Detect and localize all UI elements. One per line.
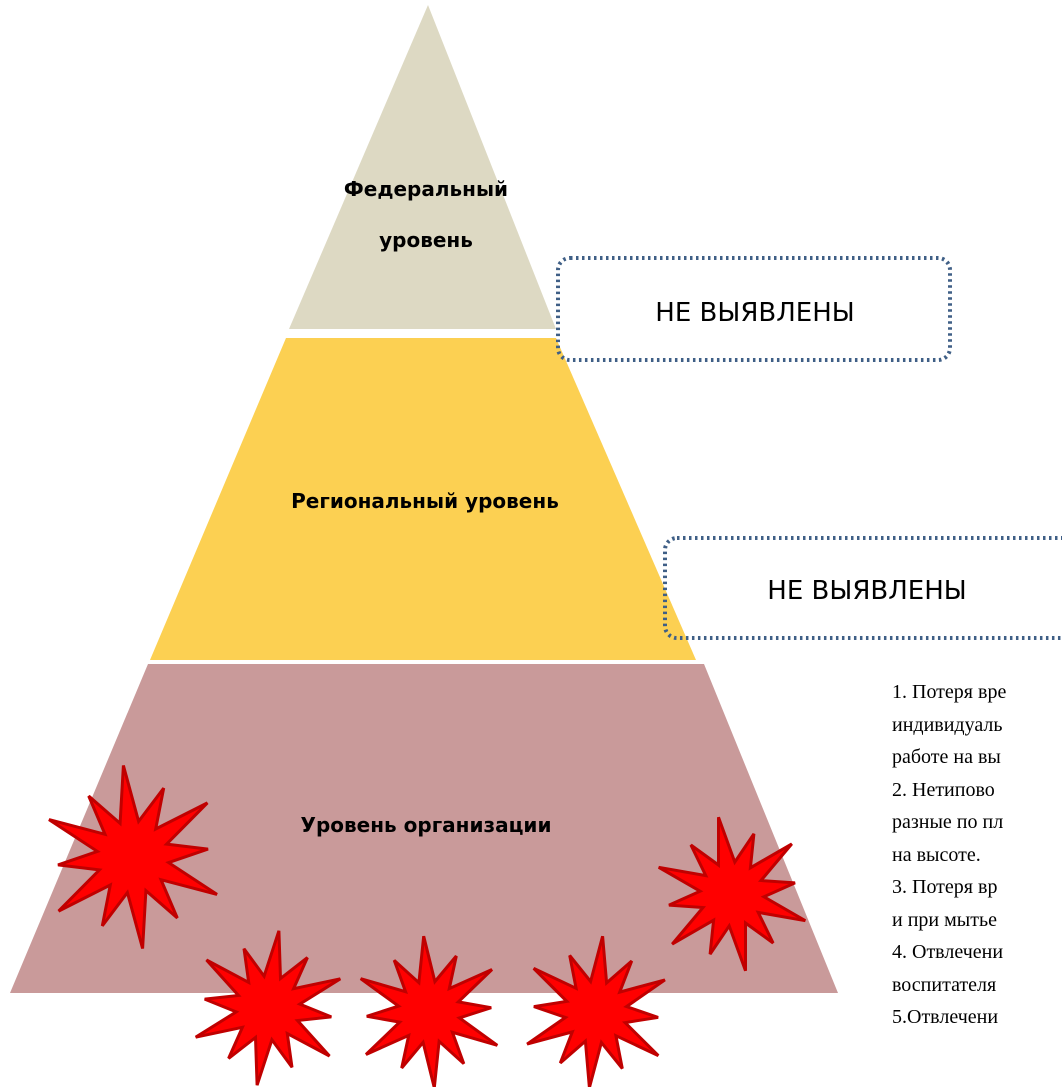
organization-level-label: Уровень организации bbox=[301, 813, 552, 837]
federal-level-tier bbox=[289, 5, 556, 329]
problems-list-line: и при мытье bbox=[892, 908, 997, 931]
federal-level-label-line2: уровень bbox=[379, 228, 473, 252]
regional-level-label: Региональный уровень bbox=[291, 489, 559, 513]
regional-callout-box bbox=[663, 536, 1062, 640]
explosion-burst-icon bbox=[194, 930, 342, 1086]
problems-list-line: 3. Потеря вр bbox=[892, 876, 998, 898]
problems-list-line: работе на вы bbox=[892, 746, 1001, 768]
problems-list-line: разные по пл bbox=[892, 811, 1004, 833]
problems-list: 1. Потеря вре индивидуаль работе на вы 2… bbox=[892, 676, 1062, 1087]
explosion-burst-icon bbox=[359, 935, 499, 1087]
regional-level-tier bbox=[150, 338, 696, 660]
explosion-burst-icon bbox=[526, 935, 666, 1087]
explosion-burst-icon bbox=[657, 816, 807, 972]
problems-list-line: 4. Отвлечени bbox=[892, 941, 1004, 963]
regional-callout-text: НЕ ВЫЯВЛЕНЫ bbox=[767, 576, 966, 606]
federal-callout-text: НЕ ВЫЯВЛЕНЫ bbox=[655, 298, 854, 328]
problems-list-line: воспитателя bbox=[892, 973, 997, 996]
organization-level-tier bbox=[10, 664, 838, 993]
problems-list-line: 1. Потеря вре bbox=[892, 681, 1007, 703]
explosion-burst-icon bbox=[48, 765, 218, 949]
problems-list-line: на высоте. bbox=[892, 843, 981, 866]
problems-list-line: индивидуаль bbox=[892, 713, 1003, 736]
problems-list-line: 5.Отвлечени bbox=[892, 1006, 999, 1028]
problems-list-line: 2. Нетипово bbox=[892, 778, 995, 801]
federal-callout-box bbox=[556, 256, 952, 362]
federal-level-label-line1: Федеральный bbox=[344, 177, 508, 201]
